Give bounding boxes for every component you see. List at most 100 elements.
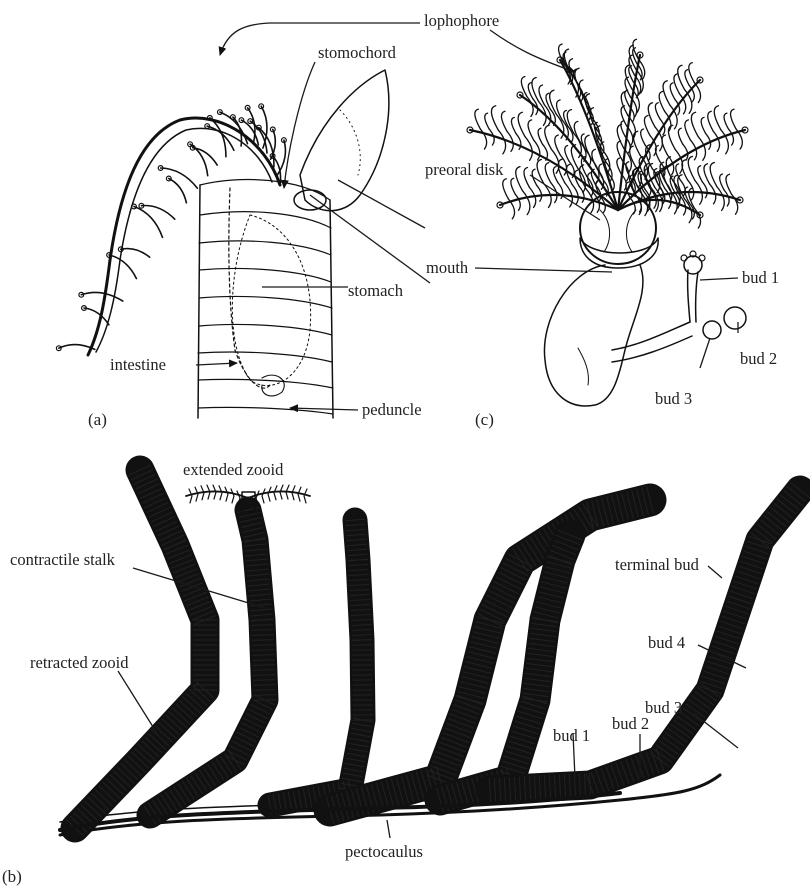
panel-c-body [544, 265, 643, 406]
pinnule [557, 100, 563, 120]
label-bud-1-c: bud 1 [742, 268, 779, 287]
panel-c-bud-3 [703, 321, 721, 339]
pinnule [524, 168, 530, 188]
label-extended-zooid: extended zooid [183, 460, 284, 479]
pinnule [648, 103, 655, 127]
pinnule [560, 155, 566, 175]
tentacle [81, 292, 123, 301]
pinnule [701, 117, 705, 133]
pinnule [680, 180, 685, 196]
panel-a-mouth-lobe [294, 190, 326, 210]
pinnule [515, 194, 520, 210]
pinnule [662, 135, 668, 155]
label-bud-4-b: bud 4 [648, 633, 685, 652]
pinnule [726, 174, 732, 194]
pinnule [537, 185, 542, 201]
pinnule [659, 91, 665, 111]
pinnule [534, 140, 540, 160]
panel-a-intestine [229, 188, 270, 388]
pinnule [489, 129, 494, 145]
pinnule [475, 109, 481, 129]
tentacle [134, 207, 163, 238]
pinnule [685, 70, 689, 86]
panel-c-stolon [612, 322, 690, 350]
pinnule [644, 116, 650, 136]
pinnule [731, 109, 737, 129]
panel-label-a: (a) [88, 410, 107, 429]
label-stomochord: stomochord [318, 43, 397, 62]
pinnule [704, 164, 710, 184]
pinnule [717, 187, 725, 211]
pinnule [553, 167, 557, 183]
tentacle [121, 249, 150, 258]
pinnule [491, 106, 498, 130]
pinnule [528, 120, 534, 140]
pinnule [721, 130, 729, 154]
panel-b-illustration [60, 465, 809, 836]
panel-label-c: (c) [475, 410, 494, 429]
pinnule [663, 81, 670, 105]
tentacle [141, 206, 174, 220]
panel-a-lophophore-arm [88, 118, 280, 355]
label-intestine: intestine [110, 355, 166, 374]
pinnule [617, 124, 624, 148]
pinnule [579, 186, 584, 202]
pinnule [501, 111, 507, 131]
pinnule [678, 128, 682, 144]
label-bud-1-b: bud 1 [553, 726, 590, 745]
pinnule [682, 160, 688, 180]
pinnule [617, 158, 621, 174]
tentacle [277, 140, 285, 175]
pinnule [558, 159, 565, 183]
pinnule [678, 65, 685, 89]
pinnule [516, 133, 521, 149]
tentacle [169, 179, 187, 203]
panel-a-lophophore-arm-inner [96, 128, 272, 352]
tentacle [84, 308, 109, 325]
panel-c-bud-1 [688, 270, 690, 322]
pinnule [555, 135, 561, 155]
label-mouth: mouth [426, 258, 469, 277]
pinnule [729, 129, 734, 145]
pinnule [683, 144, 688, 160]
panel-a-intestine-coil [262, 375, 284, 396]
label-terminal-bud: terminal bud [615, 555, 700, 574]
label-preoral-disk: preoral disk [425, 160, 504, 179]
label-bud-2-c: bud 2 [740, 349, 777, 368]
pinnule [633, 131, 640, 155]
pinnule [698, 166, 702, 182]
panel-a-illustration [56, 70, 388, 418]
pinnule [708, 111, 714, 131]
panel-c-bud-2 [724, 307, 746, 329]
pinnule [714, 106, 721, 130]
panel-a-preoral-shield-dots [340, 110, 360, 175]
pinnule [518, 112, 525, 136]
pinnule [511, 117, 515, 133]
label-bud-2-b: bud 2 [612, 714, 649, 733]
pinnule [724, 113, 728, 129]
pinnule [706, 133, 711, 149]
pinnule [565, 146, 569, 162]
pinnule [670, 83, 674, 99]
pinnule [691, 112, 698, 136]
pinnule [720, 174, 724, 190]
pinnule [641, 129, 645, 145]
pinnule [572, 184, 578, 204]
label-bud-3-c: bud 3 [655, 389, 692, 408]
pinnule [545, 125, 552, 149]
pinnule [685, 120, 691, 140]
pinnule [516, 167, 523, 191]
pinnule [688, 180, 694, 200]
pinnule [498, 130, 505, 154]
pinnule [485, 113, 489, 129]
panel-label-b: (b) [2, 867, 22, 886]
label-peduncle: peduncle [362, 400, 422, 419]
panel-a-tube [198, 180, 333, 418]
label-lophophore: lophophore [424, 11, 499, 30]
label-bud-3-b: bud 3 [645, 698, 682, 717]
tentacle [261, 106, 267, 148]
label-retracted-zooid: retracted zooid [30, 653, 129, 672]
pinnule [538, 128, 542, 144]
pinnule [710, 163, 717, 187]
